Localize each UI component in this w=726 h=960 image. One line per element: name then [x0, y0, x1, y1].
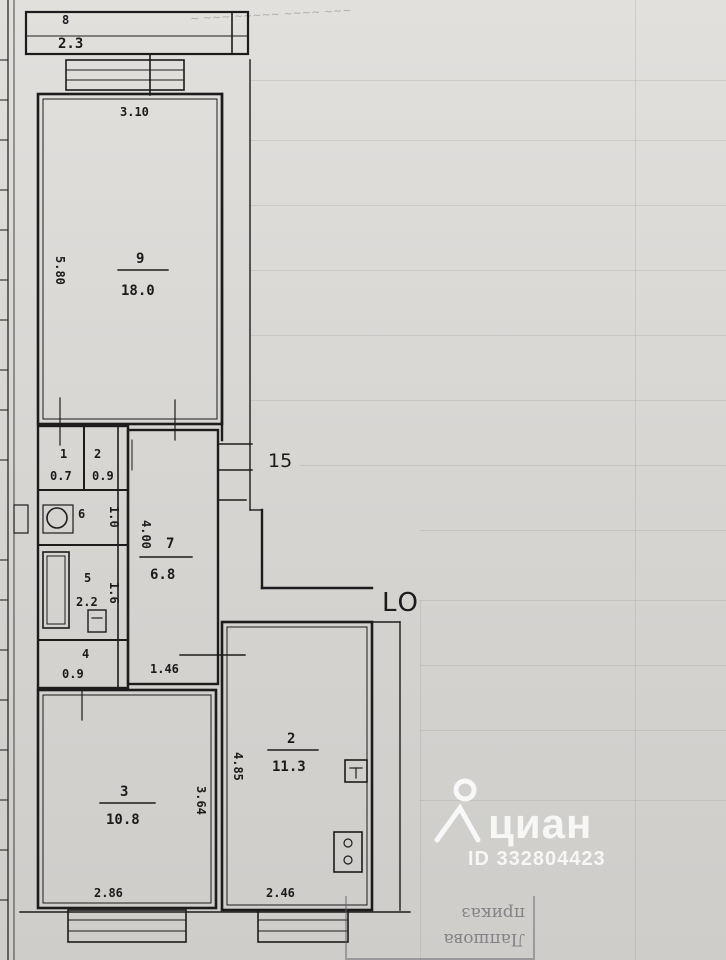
- balcony-outline: [24, 10, 250, 56]
- kitchen-sink-icon: [344, 759, 368, 783]
- watermark-brand: циан: [488, 800, 593, 847]
- window-bottom-left: [67, 909, 187, 943]
- room-2-number: 2: [287, 731, 296, 747]
- room-7-outline: [126, 428, 220, 686]
- room-2-wc-number: 2: [94, 447, 102, 461]
- room-9-number: 9: [136, 251, 145, 267]
- room-1-area: 0.7: [50, 469, 72, 483]
- dim-1-46: 1.46: [150, 662, 179, 676]
- balcony-number: 8: [62, 13, 70, 27]
- room-4-number: 4: [82, 647, 90, 661]
- room-7-area: 6.8: [150, 567, 176, 583]
- room-5-area: 2.2: [76, 595, 98, 609]
- room-3-width: 2.86: [94, 886, 123, 900]
- room-2-wc-area: 0.9: [92, 469, 114, 483]
- room-3-outline: [36, 688, 218, 910]
- room-3-area: 10.8: [106, 812, 140, 828]
- room-2-area: 11.3: [272, 759, 306, 775]
- room-1-number: 1: [60, 447, 68, 461]
- right-mark: LO: [382, 588, 421, 618]
- room-2-width: 2.46: [266, 886, 295, 900]
- room-7-number: 7: [166, 536, 175, 552]
- room-9-width: 3.10: [120, 105, 149, 119]
- window-top: [65, 59, 185, 91]
- stamp-line-2: приказ: [461, 903, 525, 923]
- window-bottom-right: [257, 909, 349, 943]
- margin-ticks: [0, 59, 9, 901]
- room-6-number: 6: [78, 507, 86, 521]
- toilet-icon: [87, 609, 107, 633]
- stove-icon: [333, 831, 363, 873]
- balcony-area: 2.3: [58, 36, 84, 52]
- watermark-id: ID 332804423: [468, 848, 606, 870]
- room-3-number: 3: [120, 784, 129, 800]
- margin-tab: [13, 504, 29, 534]
- stamp-line-1: Лапшова: [443, 929, 525, 949]
- room-4-area: 0.9: [62, 667, 84, 681]
- room-5-number: 5: [84, 571, 92, 585]
- stamp: Лапшова приказ: [345, 896, 535, 960]
- bathtub-icon: [42, 551, 70, 629]
- room-9-area: 18.0: [121, 283, 155, 299]
- sink-icon: [46, 507, 68, 529]
- section-number: 15: [268, 450, 293, 472]
